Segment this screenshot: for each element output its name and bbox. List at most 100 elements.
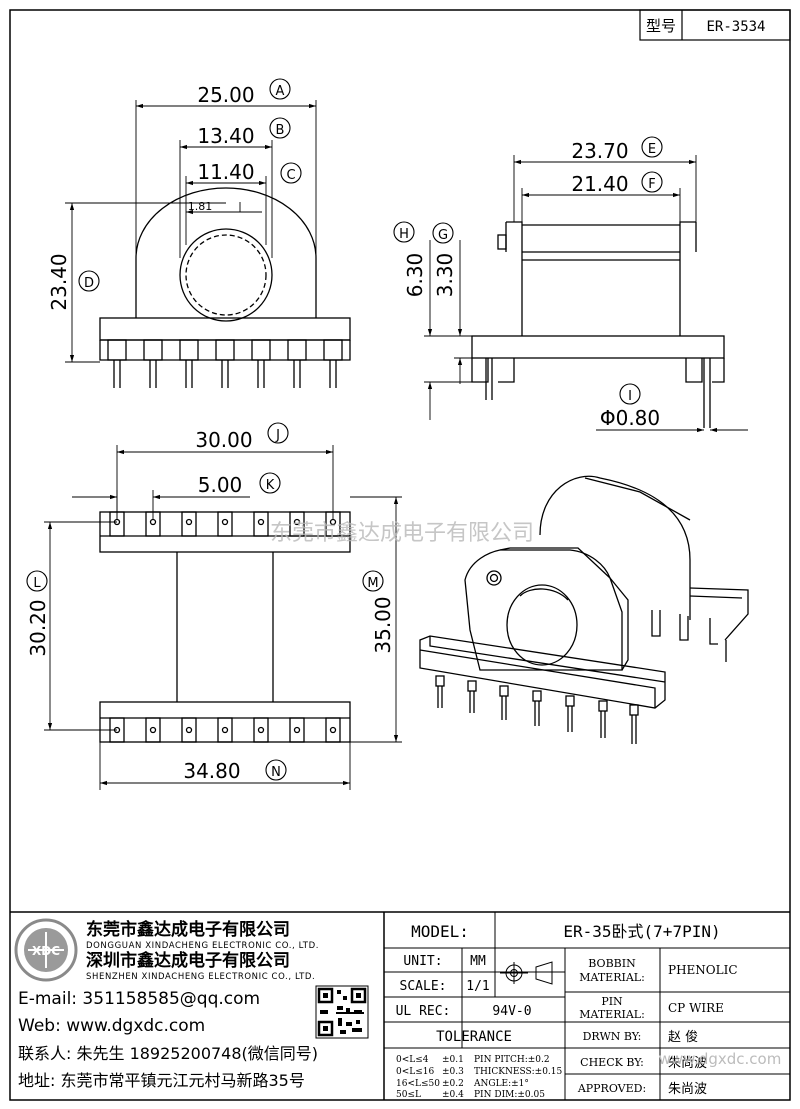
tb-scale-label: SCALE:	[400, 979, 447, 994]
tb-tol-4c: PIN DIM:±0.05	[474, 1090, 545, 1100]
tb-drawn-value: 赵 俊	[668, 1030, 698, 1045]
dim-I-value: Φ0.80	[600, 406, 660, 430]
title-block	[10, 911, 790, 1100]
tb-approved-label: APPROVED:	[577, 1082, 646, 1095]
tb-tol-3b: ±0.2	[442, 1079, 464, 1089]
dim-J-letter: J	[275, 428, 280, 443]
front-dim-labels: 25.00 A 13.40 B 11.40 C 1.81 23.40 D	[47, 78, 302, 311]
dim-H-balloon	[393, 221, 415, 243]
title-block-text: MODEL: ER-35卧式(7+7PIN) UNIT: MM SCALE: 1…	[396, 922, 782, 1100]
dim-B-balloon	[269, 117, 291, 139]
company-name-cn-1: 东莞市鑫达成电子有限公司	[86, 919, 290, 940]
dim-K-balloon	[259, 472, 281, 494]
sheet-border	[9, 9, 791, 1101]
tb-unit-value: MM	[470, 954, 486, 969]
tb-pin-value: CP WIRE	[668, 1001, 724, 1015]
company-name-en-1: DONGGUAN XINDACHENG ELECTRONIC CO., LTD.	[86, 941, 319, 951]
tb-ulrec-value: 94V-0	[492, 1004, 531, 1019]
dim-H-value: 6.30	[403, 253, 427, 298]
dim-C-balloon	[280, 162, 302, 184]
dim-E-value: 23.70	[571, 139, 628, 163]
tb-scale-value: 1/1	[466, 979, 489, 994]
dim-F-balloon	[641, 171, 663, 193]
dim-G-balloon	[432, 222, 454, 244]
dim-N-balloon	[265, 759, 287, 781]
front-dimensions	[65, 100, 317, 363]
dim-D-letter: D	[84, 276, 94, 291]
tb-pin-label-2: MATERIAL:	[579, 1008, 645, 1021]
dim-L-value: 30.20	[26, 599, 50, 656]
dim-F-value: 21.40	[571, 172, 628, 196]
tb-tol-2a: 0<L≤16	[396, 1067, 435, 1077]
tb-tol-1b: ±0.1	[442, 1055, 464, 1065]
dim-L-letter: L	[33, 576, 41, 591]
tb-tol-4a: 50≤L	[396, 1090, 421, 1100]
dim-E-letter: E	[648, 142, 656, 157]
front-pins	[107, 339, 343, 388]
dim-G-value: 3.30	[433, 253, 457, 298]
side-view	[471, 221, 725, 428]
tb-tol-1c: PIN PITCH:±0.2	[474, 1055, 550, 1065]
dim-D-value: 23.40	[47, 253, 71, 310]
watermark-url: www.dgxdc.com	[659, 1050, 782, 1068]
tb-approved-value: 朱尚波	[668, 1082, 707, 1097]
tb-pin-label-1: PIN	[601, 995, 623, 1008]
dim-G-letter: G	[438, 228, 448, 243]
dim-M-value: 35.00	[371, 596, 395, 653]
dim-N-letter: N	[271, 765, 281, 780]
dim-C-letter: C	[286, 168, 295, 183]
bottom-dim-labels: 30.00 J 5.00 K L 30.20 M 35.00 34.80 N	[26, 422, 395, 783]
company-name-cn-2: 深圳市鑫达成电子有限公司	[86, 950, 290, 971]
dim-K-letter: K	[266, 478, 275, 493]
tb-tol-3a: 16<L≤50	[396, 1079, 440, 1089]
dim-F-letter: F	[648, 177, 655, 192]
side-dimensions	[424, 155, 748, 433]
front-view	[99, 187, 351, 388]
dim-inner-value: 1.81	[188, 200, 213, 213]
company-web: Web: www.dgxdc.com	[18, 1016, 205, 1036]
company-address: 地址: 东莞市常平镇元江元村马新路35号	[18, 1071, 305, 1090]
tb-bobbin-label-2: MATERIAL:	[579, 971, 645, 984]
tb-drawn-label: DRWN BY:	[583, 1030, 642, 1043]
dim-B-letter: B	[276, 123, 285, 138]
tb-tol-2c: THICKNESS:±0.15	[474, 1067, 563, 1077]
dim-C-value: 11.40	[197, 160, 254, 184]
dim-A-letter: A	[276, 84, 285, 99]
bottom-top-pins	[109, 511, 341, 537]
tb-tolerance-label: TOLERANCE	[436, 1029, 512, 1045]
header-model-label: 型号	[646, 17, 676, 35]
tb-bobbin-label-1: BOBBIN	[588, 957, 636, 970]
tb-check-value: 朱尚波	[668, 1056, 707, 1071]
iso-pins	[435, 675, 639, 744]
dim-L-balloon	[26, 570, 48, 592]
dim-J-balloon	[267, 422, 289, 444]
tb-tol-3c: ANGLE:±1°	[473, 1079, 529, 1089]
tb-ulrec-label: UL REC:	[396, 1004, 451, 1019]
bottom-dimensions	[44, 445, 402, 790]
isometric-view	[419, 475, 749, 744]
company-name-en-2: SHENZHEN XINDACHENG ELECTRONIC CO., LTD.	[86, 972, 315, 982]
bottom-view	[99, 511, 351, 743]
dim-E-balloon	[641, 136, 663, 158]
dim-M-letter: M	[367, 576, 378, 591]
company-email: E-mail: 351158585@qq.com	[18, 989, 260, 1009]
company-logo: XDC	[14, 918, 78, 982]
dim-N-value: 34.80	[183, 759, 240, 783]
dim-M-balloon	[362, 570, 384, 592]
projection-symbol	[500, 961, 553, 985]
tb-model-value: ER-35卧式(7+7PIN)	[563, 922, 720, 941]
dim-I-letter: I	[628, 389, 632, 404]
company-contact: 联系人: 朱先生 18925200748(微信同号)	[18, 1044, 318, 1063]
tb-unit-label: UNIT:	[403, 954, 442, 969]
company-logo-text: XDC	[32, 944, 60, 958]
bottom-lower-pins	[109, 717, 341, 743]
tb-tol-2b: ±0.3	[442, 1067, 464, 1077]
tb-model-label: MODEL:	[411, 922, 469, 941]
header-model-value: ER-3534	[706, 19, 765, 35]
header-model-box: 型号 ER-3534	[639, 9, 791, 41]
watermark: 东莞市鑫达成电子有限公司	[270, 521, 534, 546]
tb-check-label: CHECK BY:	[580, 1056, 644, 1069]
dim-B-value: 13.40	[197, 124, 254, 148]
side-dim-labels: 23.70 E 21.40 F H 6.30 G 3.30 I Φ0.80	[393, 136, 663, 430]
